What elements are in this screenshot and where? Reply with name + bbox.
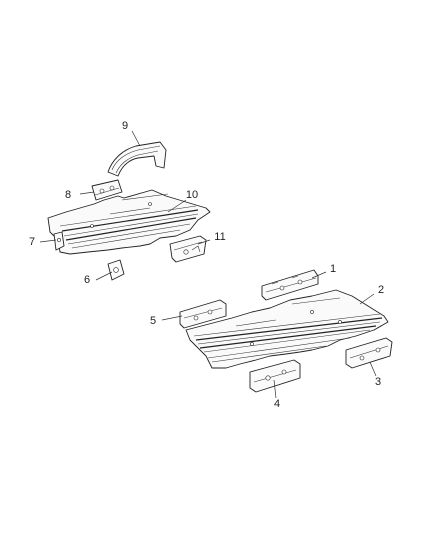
part-2-floor-pan <box>185 289 389 369</box>
callout-5: 5 <box>149 315 157 327</box>
callout-6: 6 <box>83 274 91 286</box>
part-10-floor-pan <box>47 189 211 255</box>
leader-11 <box>197 239 211 245</box>
part-1-crossmember <box>261 269 319 301</box>
callout-11: 11 <box>214 231 226 243</box>
part-3-crossmember <box>345 337 393 369</box>
leader-4 <box>273 379 277 399</box>
leader-5 <box>161 315 183 321</box>
part-6-plate <box>107 259 125 281</box>
leader-lines <box>39 130 377 399</box>
callout-2: 2 <box>377 284 385 296</box>
part-5-crossmember <box>179 299 227 329</box>
leader-9 <box>131 130 141 147</box>
leader-3 <box>369 361 377 377</box>
callout-3: 3 <box>374 376 382 388</box>
part-9-wheelhouse <box>107 141 167 177</box>
leader-10 <box>167 199 187 213</box>
part-8-bracket <box>91 179 123 201</box>
callout-4: 4 <box>273 398 281 410</box>
leader-6 <box>95 271 113 281</box>
leader-1 <box>311 271 327 279</box>
callout-1: 1 <box>329 263 337 275</box>
callout-8: 8 <box>64 189 72 201</box>
leader-7 <box>39 239 57 243</box>
callout-10: 10 <box>185 189 199 201</box>
part-11-bracket <box>169 235 207 263</box>
leader-8 <box>79 191 95 195</box>
leader-2 <box>359 293 375 305</box>
callout-7: 7 <box>28 236 36 248</box>
callout-9: 9 <box>121 120 129 132</box>
part-4-crossmember <box>249 359 301 393</box>
part-7-plate <box>53 231 65 251</box>
